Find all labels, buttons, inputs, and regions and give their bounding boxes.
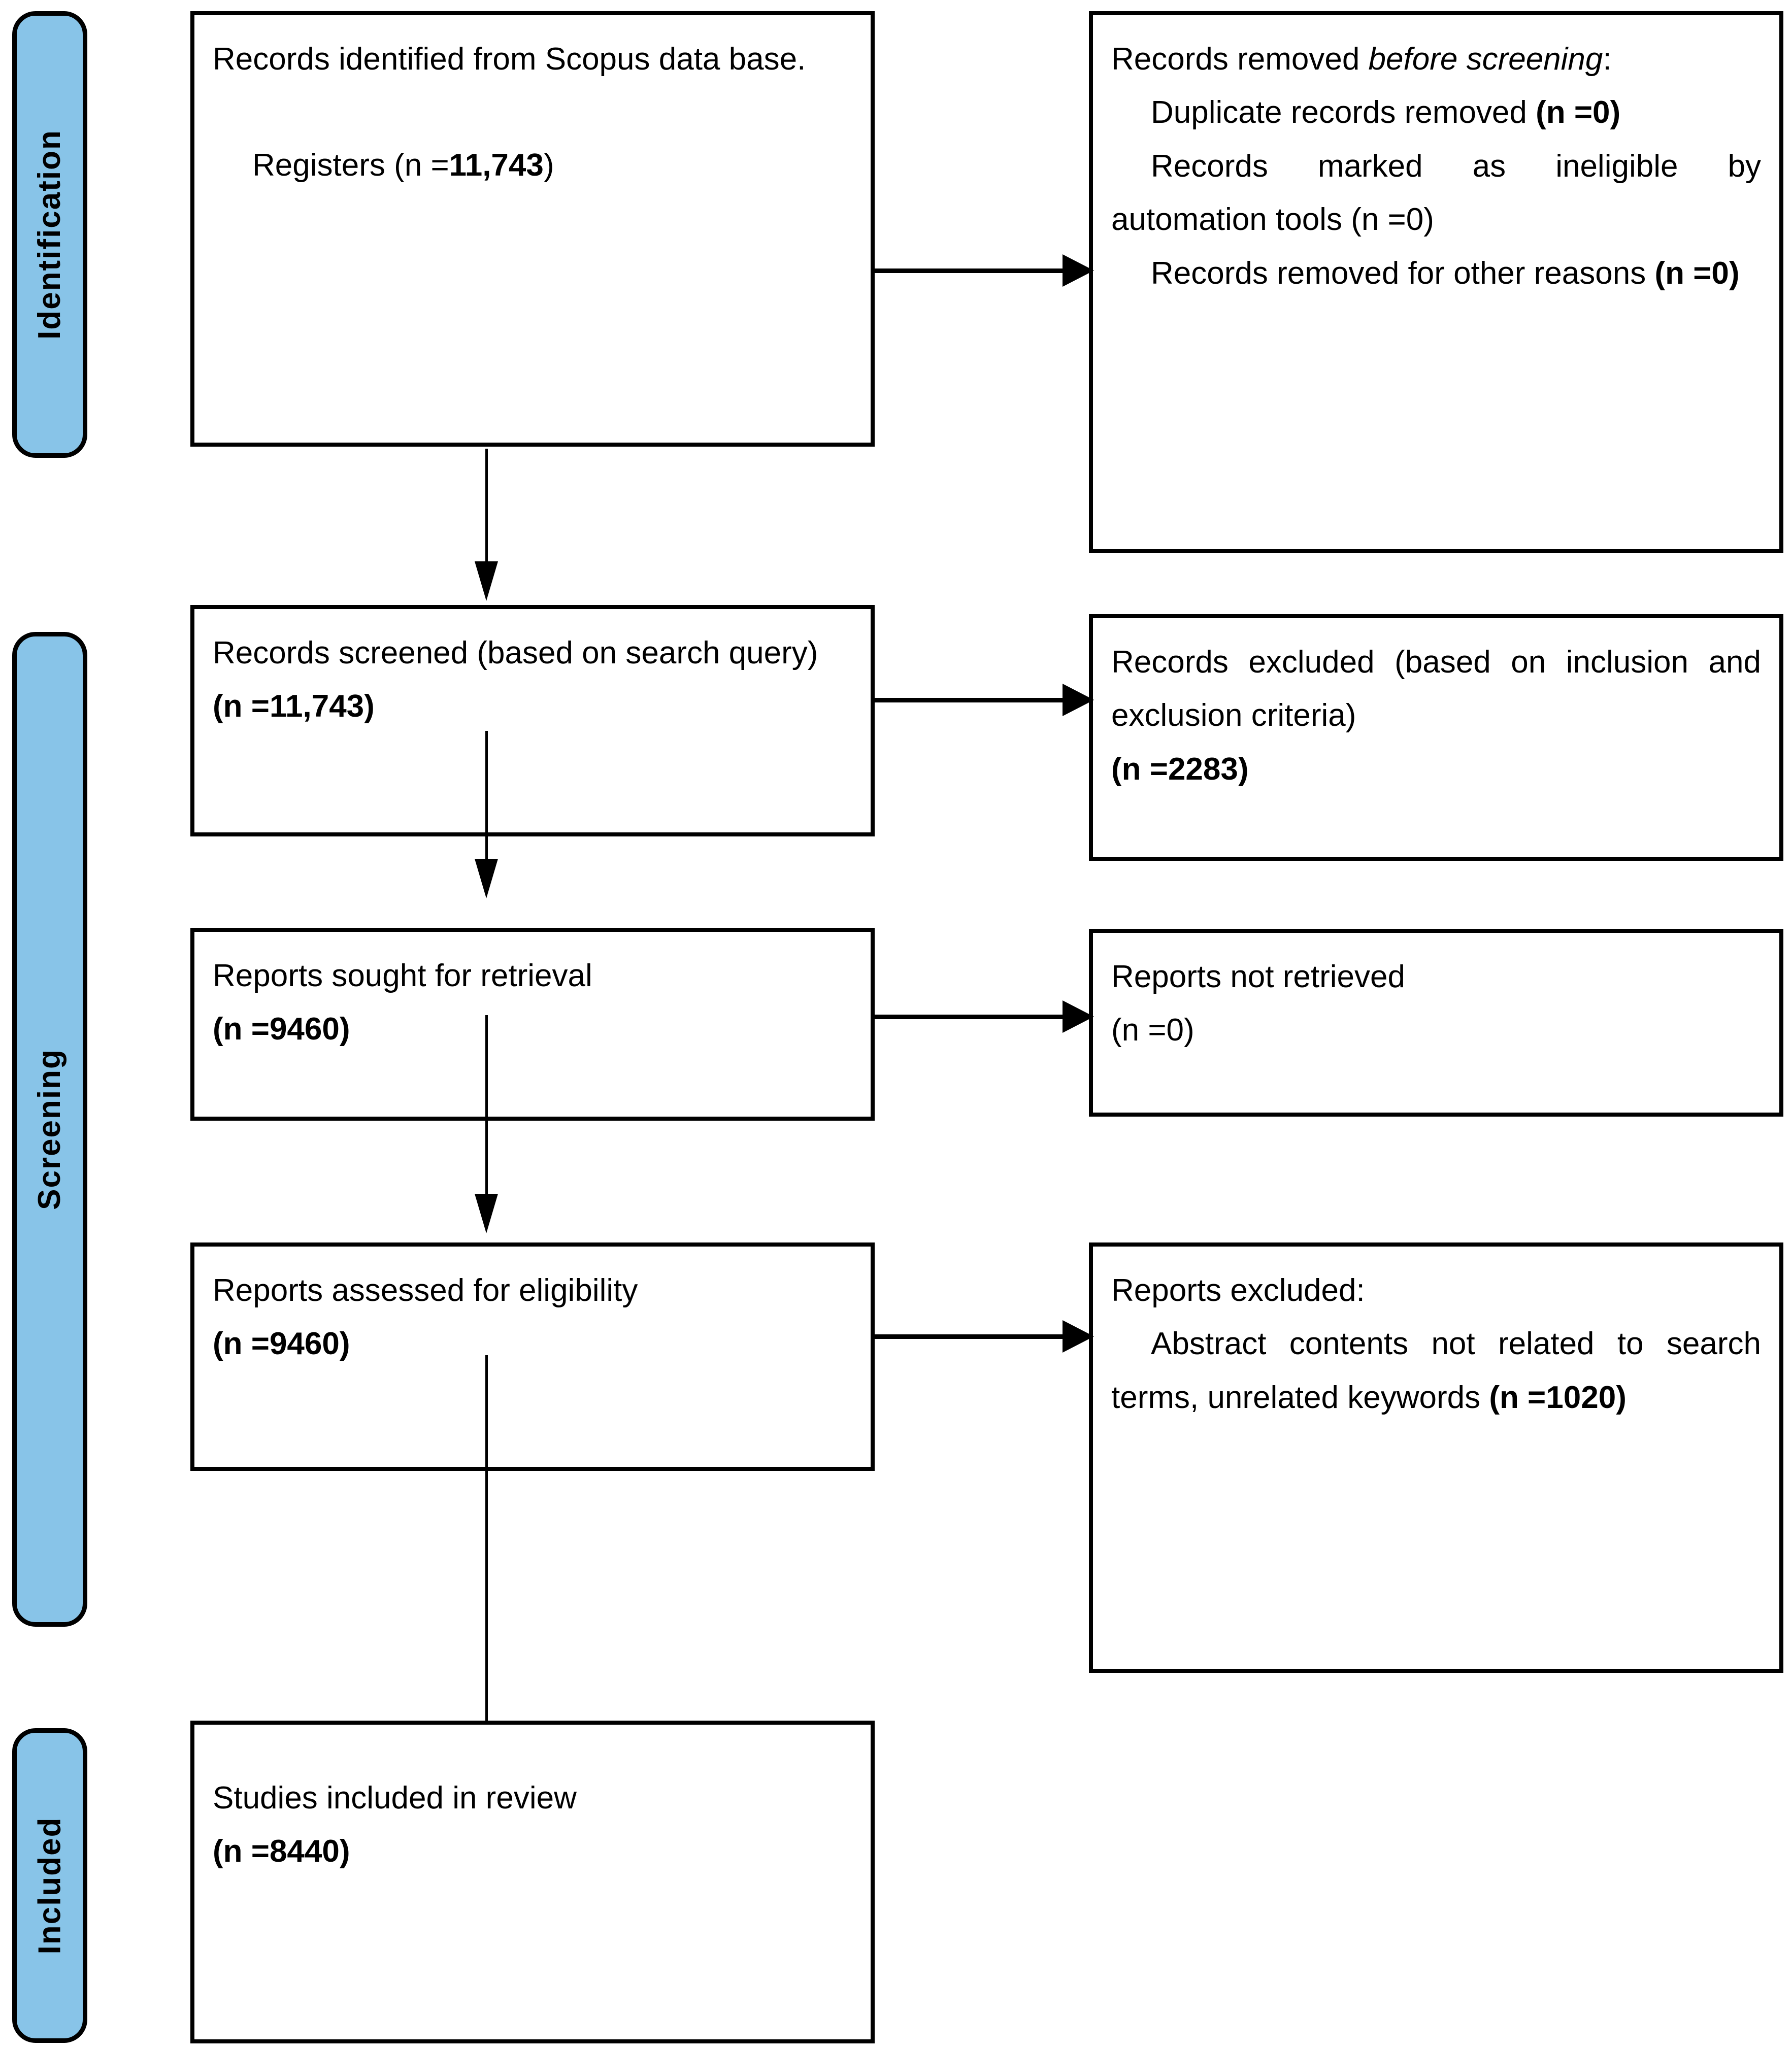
arrow-shaft (485, 449, 488, 563)
reports-excluded-reason: Abstract contents not related to search … (1111, 1317, 1761, 1424)
arrow-shaft (871, 1015, 1065, 1019)
stage-label-included: Included (32, 1817, 67, 1955)
reports-excluded-count-value: (n =1020) (1489, 1380, 1627, 1415)
duplicates-count: (n =0) (1536, 95, 1621, 130)
duplicates-text: Duplicate records removed (1151, 95, 1536, 130)
registers-label: Registers (n = (252, 148, 449, 183)
registers-count: 11,743 (449, 148, 544, 183)
records-removed-heading-prefix: Records removed (1111, 42, 1369, 77)
arrow-head (1063, 684, 1094, 716)
stage-band-screening: Screening (12, 632, 87, 1627)
box-records-screened: Records screened (based on search query)… (190, 605, 875, 836)
box-records-identified: Records identified from Scopus data base… (190, 11, 875, 447)
records-excluded-count-value: (n =2283) (1111, 751, 1249, 787)
box-reports-excluded: Reports excluded: Abstract contents not … (1089, 1242, 1783, 1673)
box-reports-not-retrieved: Reports not retrieved (n =0) (1089, 929, 1783, 1117)
other-reasons-text: Records removed for other reasons (1151, 255, 1655, 291)
arrow-head (475, 859, 498, 898)
reports-assessed-line1: Reports assessed for eligibility (213, 1273, 638, 1308)
records-excluded-line1: Records excluded (based on inclusion and… (1111, 645, 1761, 733)
studies-included-line1: Studies included in review (213, 1781, 577, 1816)
records-identified-line1: Records identified from Scopus data base… (213, 42, 806, 77)
studies-included-count-value: (n =8440) (213, 1834, 350, 1869)
arrow-sought-to-not-retrieved (871, 995, 1094, 1038)
records-screened-count: (n =11,743) (213, 680, 852, 733)
records-screened-line1: Records screened (based on search query) (213, 635, 818, 670)
stage-band-identification: Identification (12, 11, 87, 458)
records-removed-heading-suffix: : (1603, 42, 1612, 77)
reports-assessed-count-value: (n =9460) (213, 1326, 350, 1362)
arrow-shaft (871, 698, 1065, 702)
records-removed-item-duplicates: Duplicate records removed (n =0) (1111, 86, 1761, 139)
reports-sought-count: (n =9460) (213, 1002, 852, 1056)
stage-band-included: Included (12, 1728, 87, 2043)
reports-sought-count-value: (n =9460) (213, 1012, 350, 1047)
box-records-removed-before-screening: Records removed before screening: Duplic… (1089, 11, 1783, 553)
records-screened-count-value: (n =11,743) (213, 689, 375, 724)
box-reports-sought: Reports sought for retrieval (n =9460) (190, 928, 875, 1121)
arrow-sought-to-assessed (475, 1015, 498, 1233)
reports-not-retrieved-line1: Reports not retrieved (1111, 959, 1405, 994)
stage-label-screening: Screening (32, 1049, 67, 1210)
box-reports-assessed: Reports assessed for eligibility (n =946… (190, 1242, 875, 1471)
arrow-head (475, 561, 498, 601)
arrow-screened-to-sought (475, 731, 498, 898)
arrow-head (1063, 254, 1094, 287)
automation-text: Records marked as ineligible by automati… (1111, 148, 1761, 238)
registers-suffix: ) (543, 148, 554, 183)
arrow-assessed-to-excluded (871, 1315, 1094, 1358)
other-reasons-count: (n =0) (1654, 255, 1740, 291)
reports-assessed-count: (n =9460) (213, 1317, 852, 1370)
arrow-identified-to-screened (475, 449, 498, 601)
arrow-shaft (485, 1015, 488, 1196)
arrow-shaft (485, 1355, 488, 1830)
arrow-shaft (871, 1334, 1065, 1339)
box-studies-included: Studies included in review (n =8440) (190, 1721, 875, 2043)
reports-not-retrieved-count: (n =0) (1111, 1013, 1194, 1048)
reports-sought-line1: Reports sought for retrieval (213, 958, 592, 993)
arrow-identified-to-removed (871, 249, 1094, 292)
arrow-shaft (871, 268, 1065, 273)
arrow-shaft (485, 731, 488, 861)
arrow-head (475, 1194, 498, 1233)
arrow-head (1063, 1320, 1094, 1353)
records-removed-heading-italic: before screening (1368, 42, 1603, 77)
arrow-screened-to-excluded (871, 678, 1094, 722)
records-removed-item-other: Records removed for other reasons (n =0) (1111, 247, 1761, 300)
reports-excluded-heading: Reports excluded: (1111, 1273, 1365, 1308)
records-excluded-count: (n =2283) (1111, 743, 1761, 796)
box-records-excluded: Records excluded (based on inclusion and… (1089, 614, 1783, 861)
records-identified-registers: Registers (n =11,743) (213, 139, 852, 192)
stage-label-identification: Identification (32, 129, 67, 340)
arrow-head (1063, 1000, 1094, 1033)
records-removed-item-automation: Records marked as ineligible by automati… (1111, 140, 1761, 247)
automation-count: (n =0) (1351, 202, 1434, 238)
reports-excluded-reason-text: Abstract contents not related to search … (1111, 1326, 1761, 1415)
records-removed-heading: Records removed before screening: (1111, 32, 1761, 86)
studies-included-count: (n =8440) (213, 1825, 852, 1878)
